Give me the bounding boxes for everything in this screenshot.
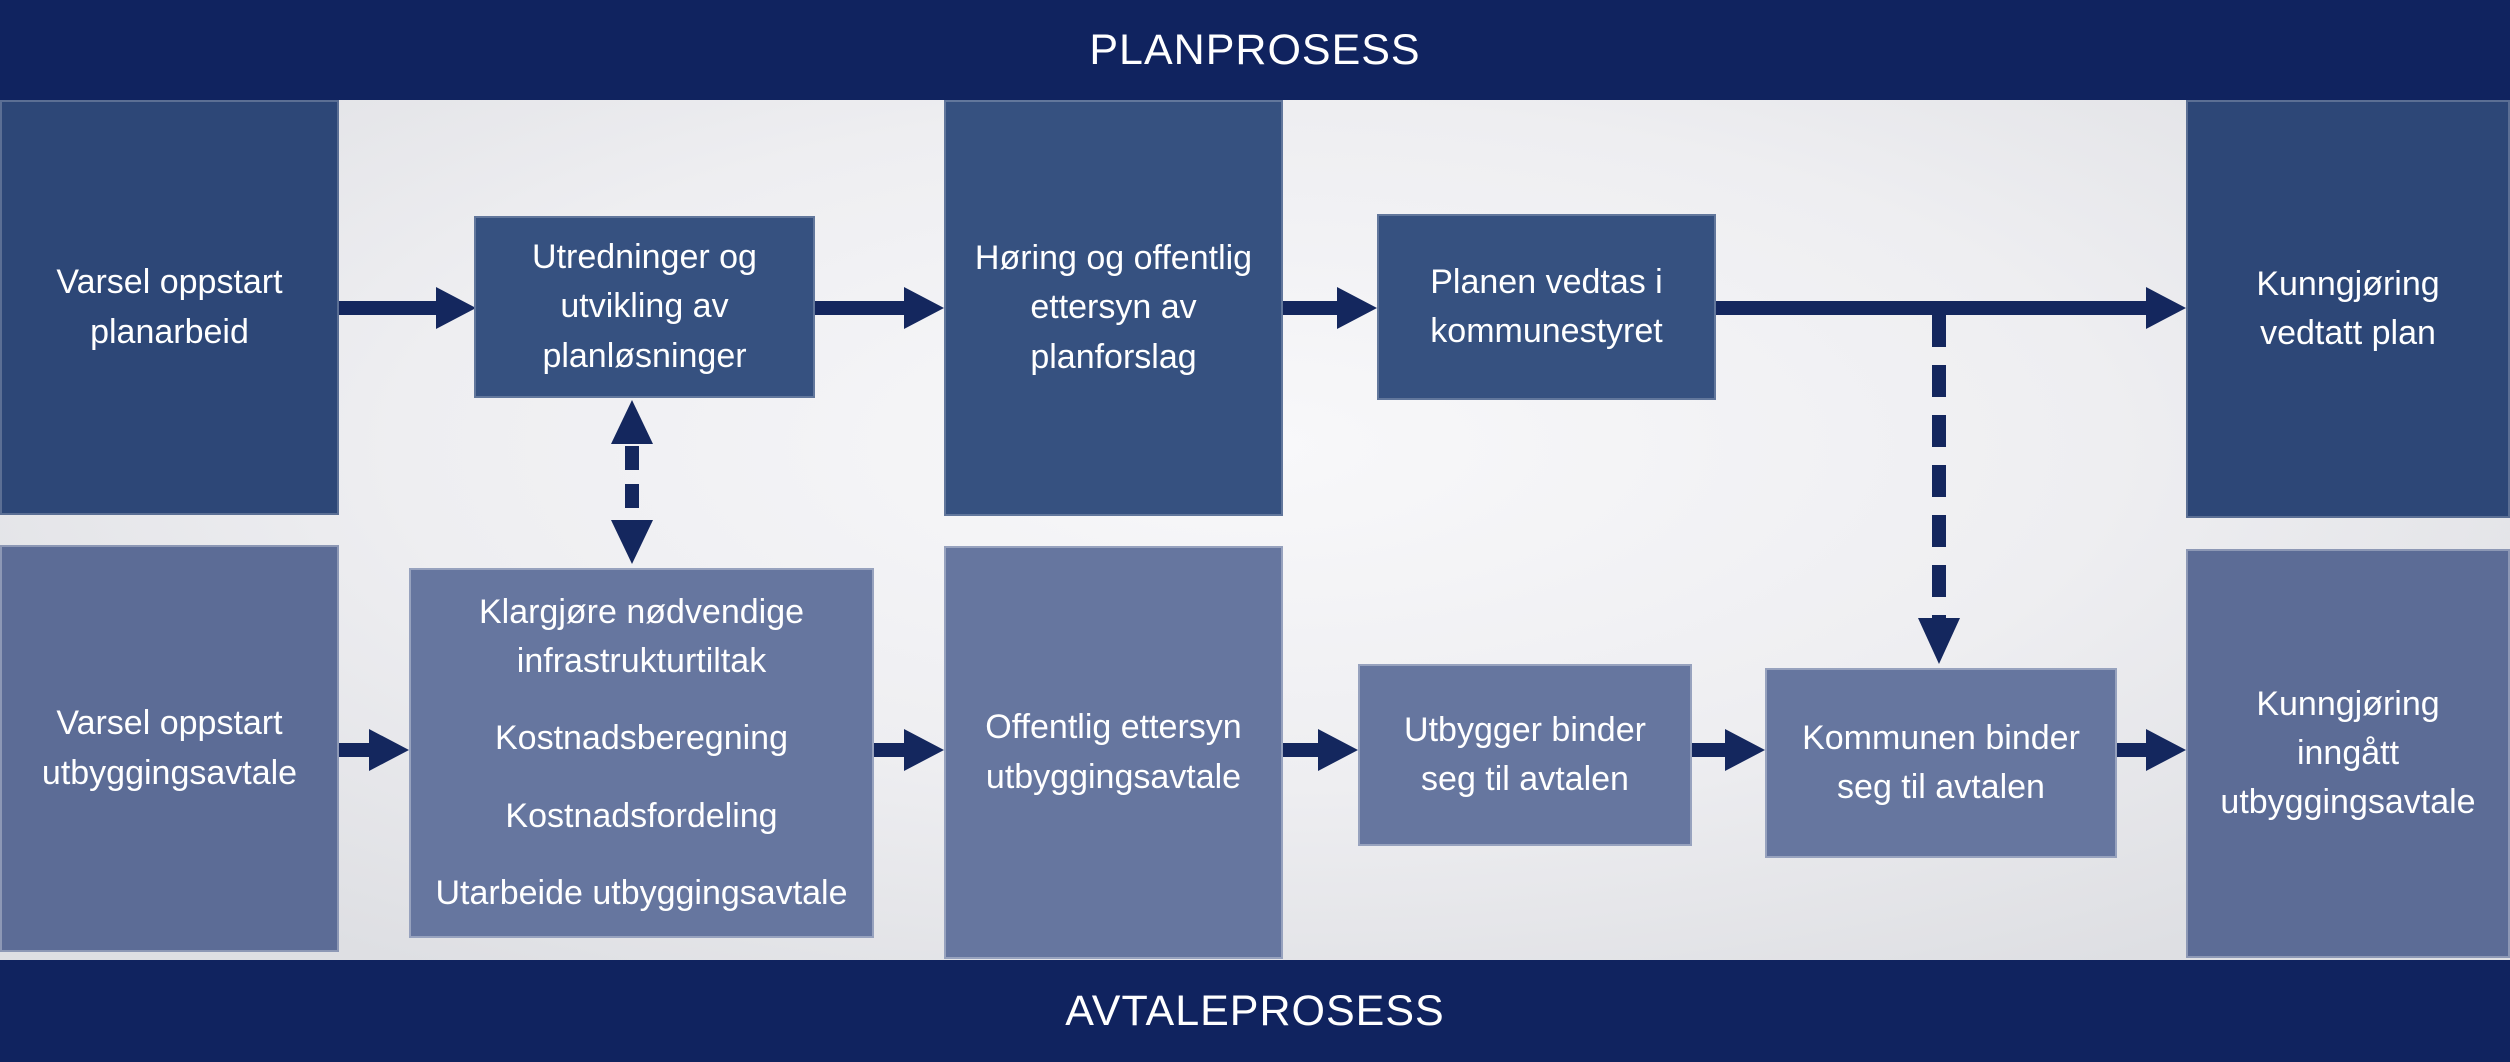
arrow-utbygger-to-kommunen: [1692, 729, 1765, 771]
box-line: Klargjøre nødvendige infrastrukturtiltak: [478, 593, 805, 681]
box-label: Varsel oppstart utbyggingsavtale: [41, 704, 298, 792]
planprosess-title: PLANPROSESS: [1089, 25, 1421, 74]
planprosess-header: PLANPROSESS: [0, 0, 2510, 100]
box-kommunen-binder: Kommunen binder seg til avtalen: [1765, 668, 2117, 858]
dashed-double-arrow-utredninger-klargjore: [611, 400, 653, 564]
box-varsel-oppstart-planarbeid: Varsel oppstart planarbeid: [0, 100, 339, 515]
box-klargjore-infrastrukturtiltak: Klargjøre nødvendige infrastrukturtiltak…: [409, 568, 874, 938]
arrow-horing-to-planen: [1283, 287, 1377, 329]
box-kunngjoring-inngatt-utbyggingsavtale: Kunngjøring inngått utbyggingsavtale: [2186, 549, 2510, 958]
box-label: Kunngjøring vedtatt plan: [2256, 264, 2440, 352]
box-line: Kostnadsberegning: [494, 719, 788, 758]
box-label: Offentlig ettersyn utbyggingsavtale: [985, 708, 1242, 796]
avtaleprosess-footer: AVTALEPROSESS: [0, 960, 2510, 1062]
box-utredninger-utvikling: Utredninger og utvikling av planløsninge…: [474, 216, 815, 398]
box-kunngjoring-vedtatt-plan: Kunngjøring vedtatt plan: [2186, 100, 2510, 518]
box-varsel-oppstart-utbyggingsavtale: Varsel oppstart utbyggingsavtale: [0, 545, 339, 952]
box-line: Utarbeide utbyggingsavtale: [435, 873, 848, 912]
box-label: Varsel oppstart planarbeid: [56, 263, 283, 351]
box-planen-vedtas: Planen vedtas i kommunestyret: [1377, 214, 1716, 400]
box-label: Planen vedtas i kommunestyret: [1430, 262, 1663, 350]
box-offentlig-ettersyn-utbyggingsavtale: Offentlig ettersyn utbyggingsavtale: [944, 546, 1283, 959]
box-horing-offentlig-ettersyn: Høring og offentlig ettersyn av planfors…: [944, 100, 1283, 516]
arrow-kommunen-to-kunngjoring: [2117, 729, 2186, 771]
box-label: Kunngjøring inngått utbyggingsavtale: [2220, 684, 2476, 822]
arrow-varsel-to-utredninger: [339, 287, 476, 329]
arrow-planen-to-kunngjoring: [1716, 287, 2186, 329]
box-line: Kostnadsfordeling: [505, 796, 778, 835]
avtaleprosess-title: AVTALEPROSESS: [1065, 986, 1445, 1035]
dashed-arrow-planen-to-kommunen: [1918, 315, 1960, 664]
arrow-utredninger-to-horing: [815, 287, 944, 329]
box-utbygger-binder: Utbygger binder seg til avtalen: [1358, 664, 1692, 846]
arrow-offentlig-to-utbygger: [1283, 729, 1358, 771]
box-label: Utbygger binder seg til avtalen: [1404, 710, 1646, 798]
box-label: Kommunen binder seg til avtalen: [1802, 718, 2080, 806]
arrow-varsel-to-klargjore: [339, 729, 409, 771]
arrow-klargjore-to-offentlig: [874, 729, 944, 771]
box-label: Utredninger og utvikling av planløsninge…: [532, 238, 757, 375]
box-label: Høring og offentlig ettersyn av planfors…: [974, 239, 1253, 376]
